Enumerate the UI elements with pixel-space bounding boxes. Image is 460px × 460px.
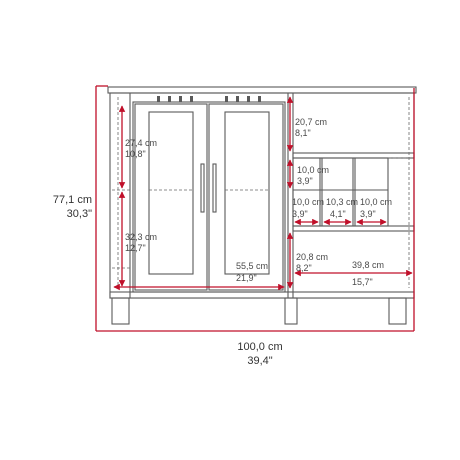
bottom-width-cm: 39,8 cm <box>352 260 384 270</box>
middle-leg <box>284 297 298 325</box>
cubby-right-cm: 10,0 cm <box>360 197 392 207</box>
bottom-shelf-in: 8,2" <box>296 263 312 273</box>
left-door <box>134 103 208 291</box>
bottom-shelf-cm: 20,8 cm <box>296 252 328 262</box>
door-width-cm: 55,5 cm <box>236 261 268 271</box>
overall-width-cm: 100,0 cm <box>237 341 282 353</box>
cubby-left-cm: 10,0 cm <box>292 197 324 207</box>
dimension-labels: 77,1 cm 30,3" 100,0 cm 39,4" 27,4 cm 10,… <box>53 117 392 367</box>
overall-height-in: 30,3" <box>67 208 92 220</box>
overall-width-in: 39,4" <box>247 355 272 367</box>
cubby-height-cm: 10,0 cm <box>297 165 329 175</box>
dimension-lines <box>95 85 415 332</box>
left-door-handle <box>200 163 205 213</box>
door-upper-in: 10,8" <box>125 149 146 159</box>
door-top-hooks <box>157 96 261 102</box>
cabinet <box>107 86 417 325</box>
bottom-width-in: 15,7" <box>352 277 373 287</box>
cubby-left-in: 3,9" <box>292 209 308 219</box>
cabinet-base <box>109 291 415 299</box>
left-leg <box>111 297 130 325</box>
door-upper-cm: 27,4 cm <box>125 138 157 148</box>
cubby-mid-cm: 10,3 cm <box>326 197 358 207</box>
overall-height-cm: 77,1 cm <box>53 194 92 206</box>
top-shelf-cm: 20,7 cm <box>295 117 327 127</box>
door-width-in: 21,9" <box>236 273 257 283</box>
top-shelf-in: 8,1" <box>295 128 311 138</box>
door-lower-cm: 32,3 cm <box>125 232 157 242</box>
cubby-right-in: 3,9" <box>360 209 376 219</box>
door-frame <box>132 101 286 293</box>
door-lower-in: 12,7" <box>125 243 146 253</box>
right-leg <box>388 297 407 325</box>
cabinet-top-panel <box>107 86 417 94</box>
right-door-handle <box>212 163 217 213</box>
cubby-height-in: 3,9" <box>297 176 313 186</box>
cubby-mid-in: 4,1" <box>330 209 346 219</box>
